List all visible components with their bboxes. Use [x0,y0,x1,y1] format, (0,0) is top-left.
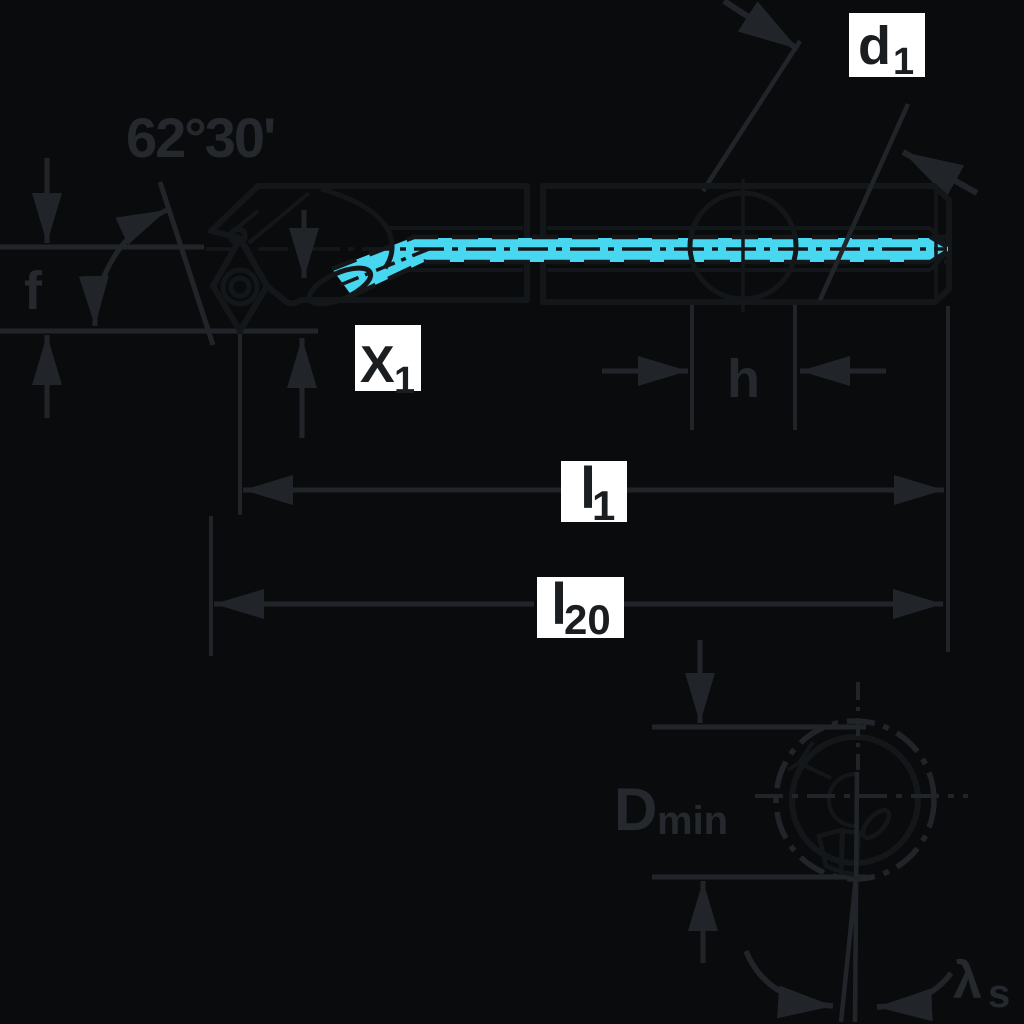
lambda-arc-left [743,949,834,1019]
angle-flank-line [157,181,216,346]
bore-cone-lines [928,226,949,272]
d1-arrow-lower [901,149,979,197]
d1-dimension-label-sub: 1 [893,41,914,83]
insert-screw-ring [220,267,260,307]
coolant-outlet-hole [306,265,374,307]
coolant-channel-outlet [332,237,426,296]
cutting-insert [210,236,270,334]
chip-flute-curve [320,186,395,270]
angle-62-30-label: 62°30' [126,106,274,169]
dmin-dimension-label: D [614,776,657,843]
d1-extension-lower [817,103,911,301]
insert-screw-center [228,275,252,299]
f-dimension-label: f [24,261,43,321]
d1-extension-upper [701,39,802,193]
dimension-d1 [701,0,979,197]
x1-label-box [355,325,421,391]
coolant-hidden-edges [331,234,946,299]
l20-dimension-label: l [551,572,567,637]
tool-side-view [206,103,952,334]
dimension-lambda-s [743,949,954,1022]
dimension-dmin [652,640,868,963]
l1-dimension-label-sub: 1 [592,482,615,529]
lambda-arc-right [876,971,954,1022]
x1-dimension-label: X [360,336,395,394]
dimension-h [602,302,886,430]
dimension-x1 [238,334,317,515]
dmin-dimension-label-sub: min [657,799,728,843]
clamp-pivot-circle [228,226,248,246]
d1-dimension-label: d [858,16,891,76]
h-dimension-label: h [727,349,760,409]
end-view-coolant-hole [860,808,892,840]
l20-dimension-label-sub: 20 [564,596,611,643]
dimension-l20 [209,516,943,656]
bore-lines [388,226,930,272]
x1-dimension-label-sub: 1 [394,360,415,402]
labels: 62°30' f h d 1 X 1 l 1 l 20 D min λ s [24,13,1010,1016]
tool-end-view [755,682,968,1023]
d1-arrow-upper [722,0,800,52]
lambda-s-dimension-label-sub: s [988,972,1010,1016]
dimension-l1 [243,306,950,652]
pocket-line-short [787,761,800,772]
angle-arc [78,207,169,327]
bore-half-circle [827,772,856,828]
d1-label-box [849,13,925,77]
l20-label-box [537,577,624,638]
l1-dimension-label: l [580,456,596,521]
lambda-s-dimension-label: λ [953,952,982,1010]
lambda-inclined-line [838,876,859,1023]
tool-shank-outline [540,183,952,305]
dimension-angle-62-30 [78,181,216,346]
l1-label-box [561,461,627,522]
